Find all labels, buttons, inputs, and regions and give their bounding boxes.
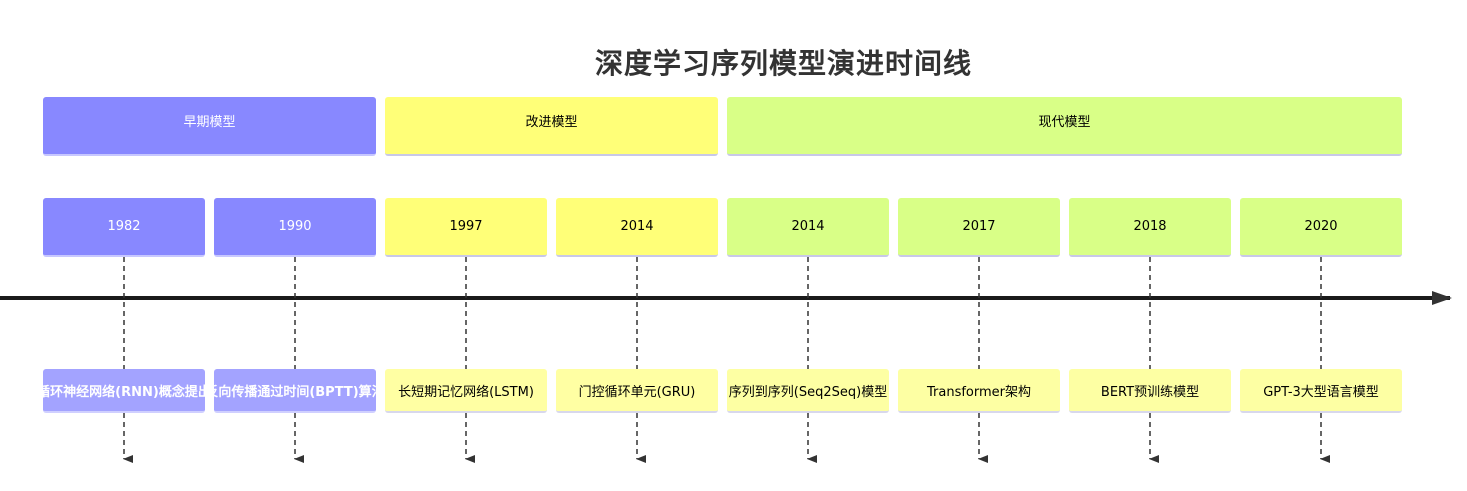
year-box-2014-gru: 2014 <box>556 198 718 257</box>
year-box-2014-seq2seq: 2014 <box>727 198 889 257</box>
year-box-2020: 2020 <box>1240 198 1402 257</box>
diagram-title: 深度学习序列模型演进时间线 <box>594 47 972 80</box>
event-box-seq2seq: 序列到序列(Seq2Seq)模型 <box>727 369 889 413</box>
year-box-1990: 1990 <box>214 198 376 257</box>
event-box-gpt3: GPT-3大型语言模型 <box>1240 369 1402 413</box>
event-box-rnn: 循环神经网络(RNN)概念提出 <box>43 369 205 413</box>
event-box-lstm: 长短期记忆网络(LSTM) <box>385 369 547 413</box>
event-box-bert: BERT预训练模型 <box>1069 369 1231 413</box>
year-box-2018: 2018 <box>1069 198 1231 257</box>
section-early-models: 早期模型 <box>43 97 376 156</box>
event-box-bptt: 反向传播通过时间(BPTT)算法 <box>214 369 376 413</box>
year-box-1997: 1997 <box>385 198 547 257</box>
event-box-gru: 门控循环单元(GRU) <box>556 369 718 413</box>
year-box-2017: 2017 <box>898 198 1060 257</box>
event-box-transformer: Transformer架构 <box>898 369 1060 413</box>
section-improved-models: 改进模型 <box>385 97 718 156</box>
year-box-1982: 1982 <box>43 198 205 257</box>
section-modern-models: 现代模型 <box>727 97 1402 156</box>
